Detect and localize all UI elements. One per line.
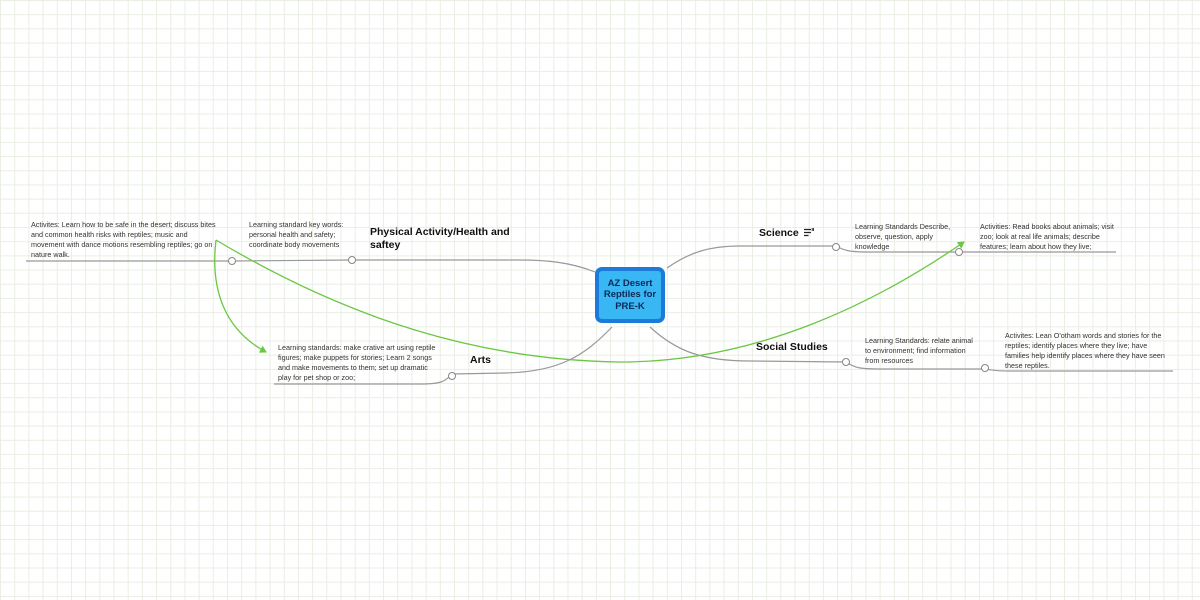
social-learning-standards[interactable]: Learning Standards: relate animal to env… [865,336,973,365]
connector-arts [451,326,613,375]
handle-physical-learning[interactable] [228,257,236,265]
branch-science-title[interactable]: Science [759,227,799,239]
relationship-arrows [214,239,965,363]
handle-science-learning[interactable] [955,248,963,256]
collapse-handles [228,243,989,380]
connector-physical [352,259,596,273]
connector-social [649,326,847,363]
relationship-physical-to-arts [214,239,267,353]
arts-learning-standards[interactable]: Learning standards: make crative art usi… [278,343,436,382]
handle-science[interactable] [832,243,840,251]
science-learning-standards[interactable]: Learning Standards Describe, observe, qu… [855,222,951,251]
handle-physical[interactable] [348,256,356,264]
branch-physical-title[interactable]: Physical Activity/Health and saftey [370,226,510,251]
branch-social-title[interactable]: Social Studies [756,341,828,353]
physical-activities[interactable]: Activites: Learn how to be safe in the d… [31,220,216,259]
handle-social-learning[interactable] [981,364,989,372]
science-activities[interactable]: Activities: Read books about animals; vi… [980,222,1114,251]
handle-social[interactable] [842,358,850,366]
handle-arts[interactable] [448,372,456,380]
physical-learning-standards[interactable]: Learning standard key words: personal he… [249,220,344,249]
branch-arts-title[interactable]: Arts [470,354,492,366]
central-topic[interactable]: AZ Desert Reptiles for PRE-K [595,267,665,323]
relationship-physical-to-science [215,239,965,363]
note-icon[interactable] [804,228,814,237]
connector-science [666,245,836,269]
central-topic-title: AZ Desert Reptiles for PRE-K [603,277,657,312]
social-activities[interactable]: Activites: Lean O'otham words and storie… [1005,331,1165,370]
